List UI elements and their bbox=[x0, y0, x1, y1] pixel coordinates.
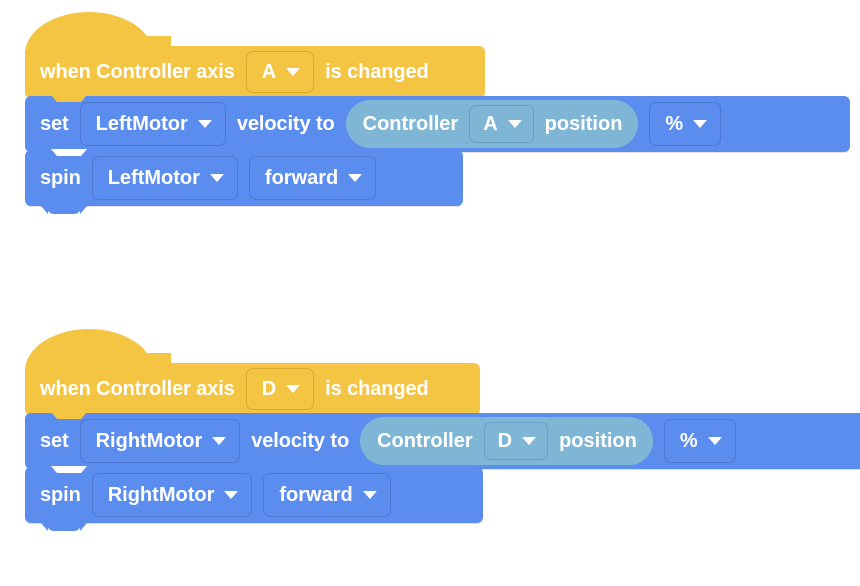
hat-label-prefix: when Controller axis bbox=[40, 61, 235, 83]
reporter-axis-value: A bbox=[483, 113, 498, 135]
stack-bottom-bump bbox=[47, 205, 81, 214]
units-dropdown-value: % bbox=[679, 430, 698, 452]
chevron-down-icon bbox=[286, 385, 301, 393]
reporter-axis-dropdown[interactable]: A bbox=[469, 105, 534, 143]
hat-label-suffix: is changed bbox=[325, 61, 429, 83]
hat-label-prefix: when Controller axis bbox=[40, 378, 235, 400]
chevron-down-icon bbox=[209, 174, 224, 182]
controller-axis-position-reporter[interactable]: Controller D position bbox=[360, 417, 653, 465]
reporter-label-prefix: Controller bbox=[362, 113, 459, 135]
spin-block-rightmotor[interactable]: spin RightMotor forward bbox=[25, 466, 483, 531]
units-dropdown[interactable]: % bbox=[663, 419, 736, 463]
reporter-axis-value: D bbox=[497, 430, 513, 452]
axis-dropdown-value: A bbox=[261, 61, 277, 83]
reporter-label-suffix: position bbox=[559, 430, 637, 452]
chevron-down-icon bbox=[507, 120, 522, 128]
velocity-to-label: velocity to bbox=[236, 113, 335, 135]
units-dropdown[interactable]: % bbox=[649, 102, 722, 146]
hat-block-when-controller-axis-a[interactable]: when Controller axis A is changed bbox=[25, 12, 485, 98]
spin-block-leftmotor[interactable]: spin LeftMotor forward bbox=[25, 149, 463, 214]
hat-block-when-controller-axis-d[interactable]: when Controller axis D is changed bbox=[25, 329, 480, 415]
motor-dropdown-value: LeftMotor bbox=[95, 113, 188, 135]
spin-motor-value: LeftMotor bbox=[107, 167, 200, 189]
chevron-down-icon bbox=[212, 437, 227, 445]
chevron-down-icon bbox=[286, 68, 301, 76]
chevron-down-icon bbox=[707, 437, 722, 445]
spin-direction-dropdown[interactable]: forward bbox=[263, 473, 391, 517]
block-stack-axis-d[interactable]: when Controller axis D is changed set Ri… bbox=[25, 329, 860, 531]
reporter-label-suffix: position bbox=[544, 113, 623, 135]
chevron-down-icon bbox=[348, 174, 363, 182]
spin-motor-value: RightMotor bbox=[107, 484, 215, 506]
stack-bottom-bump bbox=[47, 522, 81, 531]
chevron-down-icon bbox=[362, 491, 377, 499]
set-velocity-block-rightmotor[interactable]: set RightMotor velocity to Controller D … bbox=[25, 412, 860, 469]
chevron-down-icon bbox=[522, 437, 537, 445]
reporter-axis-dropdown[interactable]: D bbox=[483, 422, 549, 460]
block-stack-axis-a[interactable]: when Controller axis A is changed set Le… bbox=[25, 12, 850, 214]
set-keyword-label: set bbox=[40, 113, 69, 135]
velocity-to-label: velocity to bbox=[251, 430, 350, 452]
spin-keyword-label: spin bbox=[40, 484, 81, 506]
spin-keyword-label: spin bbox=[40, 167, 81, 189]
set-keyword-label: set bbox=[40, 430, 69, 452]
set-velocity-block-leftmotor[interactable]: set LeftMotor velocity to Controller A p… bbox=[25, 95, 850, 152]
hat-label-suffix: is changed bbox=[325, 378, 429, 400]
axis-dropdown[interactable]: A bbox=[245, 51, 315, 93]
units-dropdown-value: % bbox=[665, 113, 684, 135]
spin-direction-value: forward bbox=[279, 484, 353, 506]
spin-direction-value: forward bbox=[264, 167, 339, 189]
chevron-down-icon bbox=[693, 120, 708, 128]
chevron-down-icon bbox=[197, 120, 212, 128]
controller-axis-position-reporter[interactable]: Controller A position bbox=[345, 100, 639, 148]
spin-motor-dropdown[interactable]: RightMotor bbox=[91, 473, 253, 517]
axis-dropdown[interactable]: D bbox=[245, 368, 315, 410]
motor-dropdown[interactable]: RightMotor bbox=[79, 419, 241, 463]
spin-direction-dropdown[interactable]: forward bbox=[248, 156, 377, 200]
notch-indent bbox=[45, 466, 93, 473]
chevron-down-icon bbox=[224, 491, 239, 499]
spin-motor-dropdown[interactable]: LeftMotor bbox=[91, 156, 238, 200]
motor-dropdown[interactable]: LeftMotor bbox=[79, 102, 226, 146]
axis-dropdown-value: D bbox=[261, 378, 277, 400]
motor-dropdown-value: RightMotor bbox=[95, 430, 203, 452]
reporter-label-prefix: Controller bbox=[377, 430, 473, 452]
notch-indent bbox=[45, 149, 93, 156]
